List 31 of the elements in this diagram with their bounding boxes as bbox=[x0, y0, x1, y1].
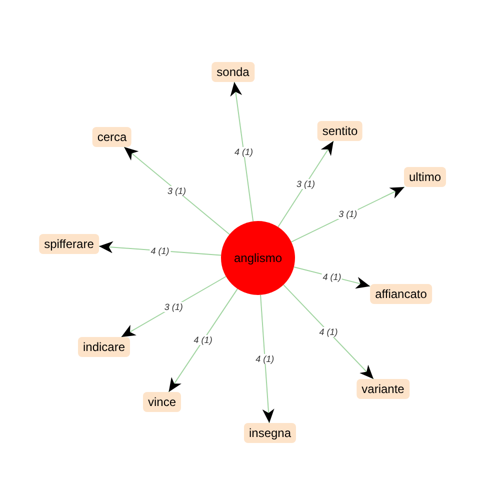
edge-label: 4 (1) bbox=[150, 246, 170, 256]
arrow bbox=[290, 186, 405, 242]
arrow bbox=[283, 284, 374, 380]
edge-label: 4 (1) bbox=[318, 326, 339, 337]
arrow bbox=[98, 241, 222, 256]
term-tag: indicare bbox=[78, 337, 130, 357]
term-tag: ultimo bbox=[404, 167, 446, 187]
term-tag: spifferare bbox=[39, 234, 99, 254]
arrow bbox=[278, 140, 334, 228]
arrow bbox=[293, 266, 371, 289]
term-tag: cerca bbox=[92, 127, 132, 147]
term-tag: insegna bbox=[244, 423, 296, 443]
arrow bbox=[124, 146, 230, 235]
edge-label: 3 (1) bbox=[166, 186, 188, 196]
arrow bbox=[120, 276, 226, 338]
term-tag: sonda bbox=[212, 62, 254, 82]
term-tag: sentito bbox=[317, 121, 363, 141]
edge-label: 3 (1) bbox=[338, 209, 358, 220]
edge-label: 4 (1) bbox=[254, 354, 276, 364]
edge-label: 4 (1) bbox=[233, 146, 254, 157]
term-tag: affiancato bbox=[370, 284, 432, 304]
hub-circle: anglismo bbox=[221, 221, 295, 295]
arrow bbox=[230, 82, 254, 222]
arrow bbox=[168, 288, 238, 392]
edge-label: 4 (1) bbox=[192, 335, 214, 346]
arrow bbox=[260, 294, 274, 424]
edge-label: 3 (1) bbox=[163, 302, 184, 312]
edge-label: 4 (1) bbox=[322, 272, 342, 282]
edge-label: 3 (1) bbox=[296, 178, 316, 189]
term-tag: vince bbox=[143, 392, 181, 412]
term-tag: variante bbox=[356, 379, 410, 399]
